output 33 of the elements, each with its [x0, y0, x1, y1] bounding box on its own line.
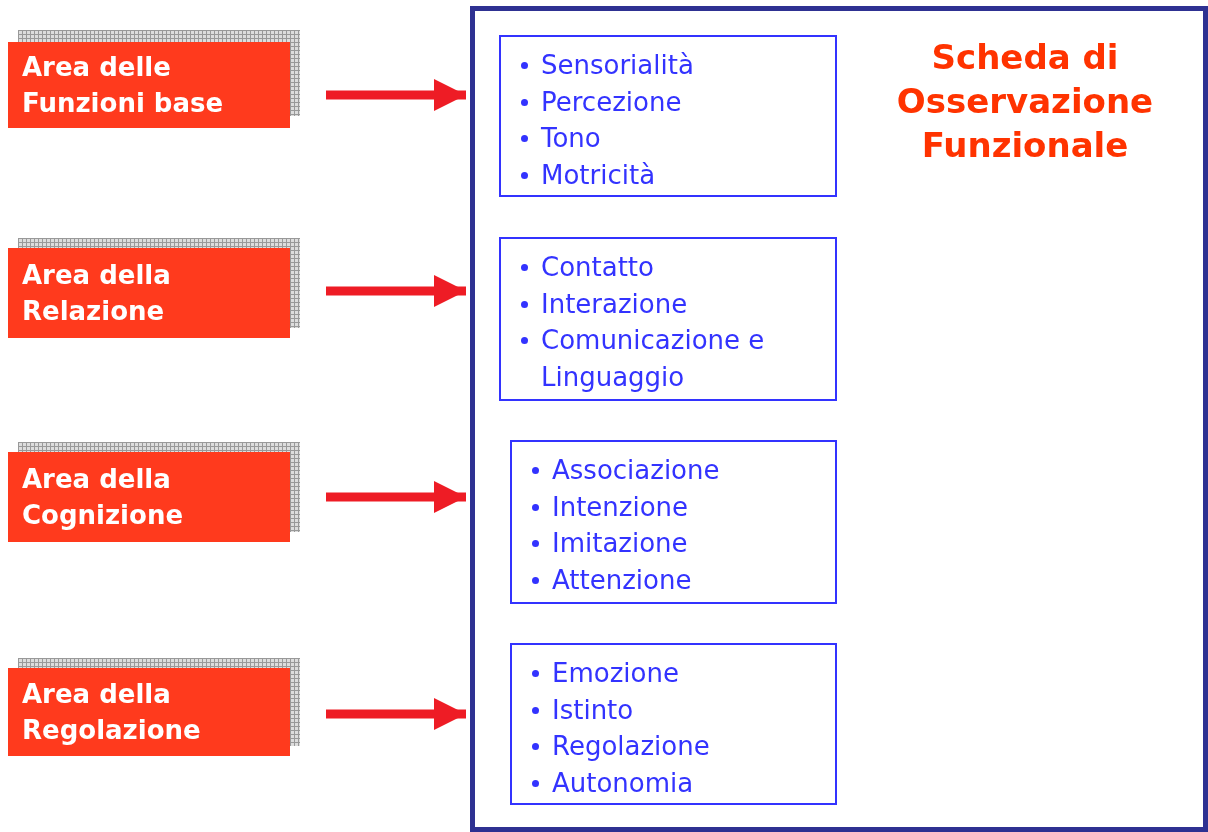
- area-box: [8, 452, 290, 542]
- arrow: [326, 480, 466, 514]
- arrow: [326, 78, 466, 112]
- area-box: [8, 668, 290, 756]
- list-item: Intenzione: [528, 488, 823, 525]
- list-item: Contatto: [517, 249, 823, 286]
- list-item: Associazione: [528, 452, 823, 489]
- list-item: Sensorialità: [517, 47, 823, 84]
- list-item: Comunicazione e Linguaggio: [517, 322, 823, 395]
- list-item: Percezione: [517, 83, 823, 120]
- list-item: Emozione: [528, 655, 823, 692]
- area-label: Area delle Funzioni base: [22, 51, 225, 120]
- area-box: [8, 42, 290, 128]
- area-box: [8, 248, 290, 338]
- area-label: Area della Cognizione: [22, 463, 185, 532]
- list-item: Attenzione: [528, 561, 823, 598]
- bullet-list-box: [499, 237, 837, 401]
- list-item: Imitazione: [528, 525, 823, 562]
- bullet-list-box: [510, 643, 837, 805]
- area-label: Area della Regolazione: [22, 678, 202, 747]
- arrow: [326, 274, 466, 308]
- bullet-list-box: [510, 440, 837, 604]
- list-item: Motricità: [517, 156, 823, 193]
- list-item: Tono: [517, 120, 823, 157]
- list-item: Autonomia: [528, 764, 823, 801]
- list-item: Istinto: [528, 691, 823, 728]
- list-item: Interazione: [517, 285, 823, 322]
- arrow: [326, 697, 466, 731]
- list-item: Regolazione: [528, 728, 823, 765]
- form-panel: [470, 6, 1208, 832]
- bullet-list-box: [499, 35, 837, 197]
- panel-title: Scheda di Osservazione Funzionale: [895, 36, 1155, 167]
- area-label: Area della Relazione: [22, 259, 172, 328]
